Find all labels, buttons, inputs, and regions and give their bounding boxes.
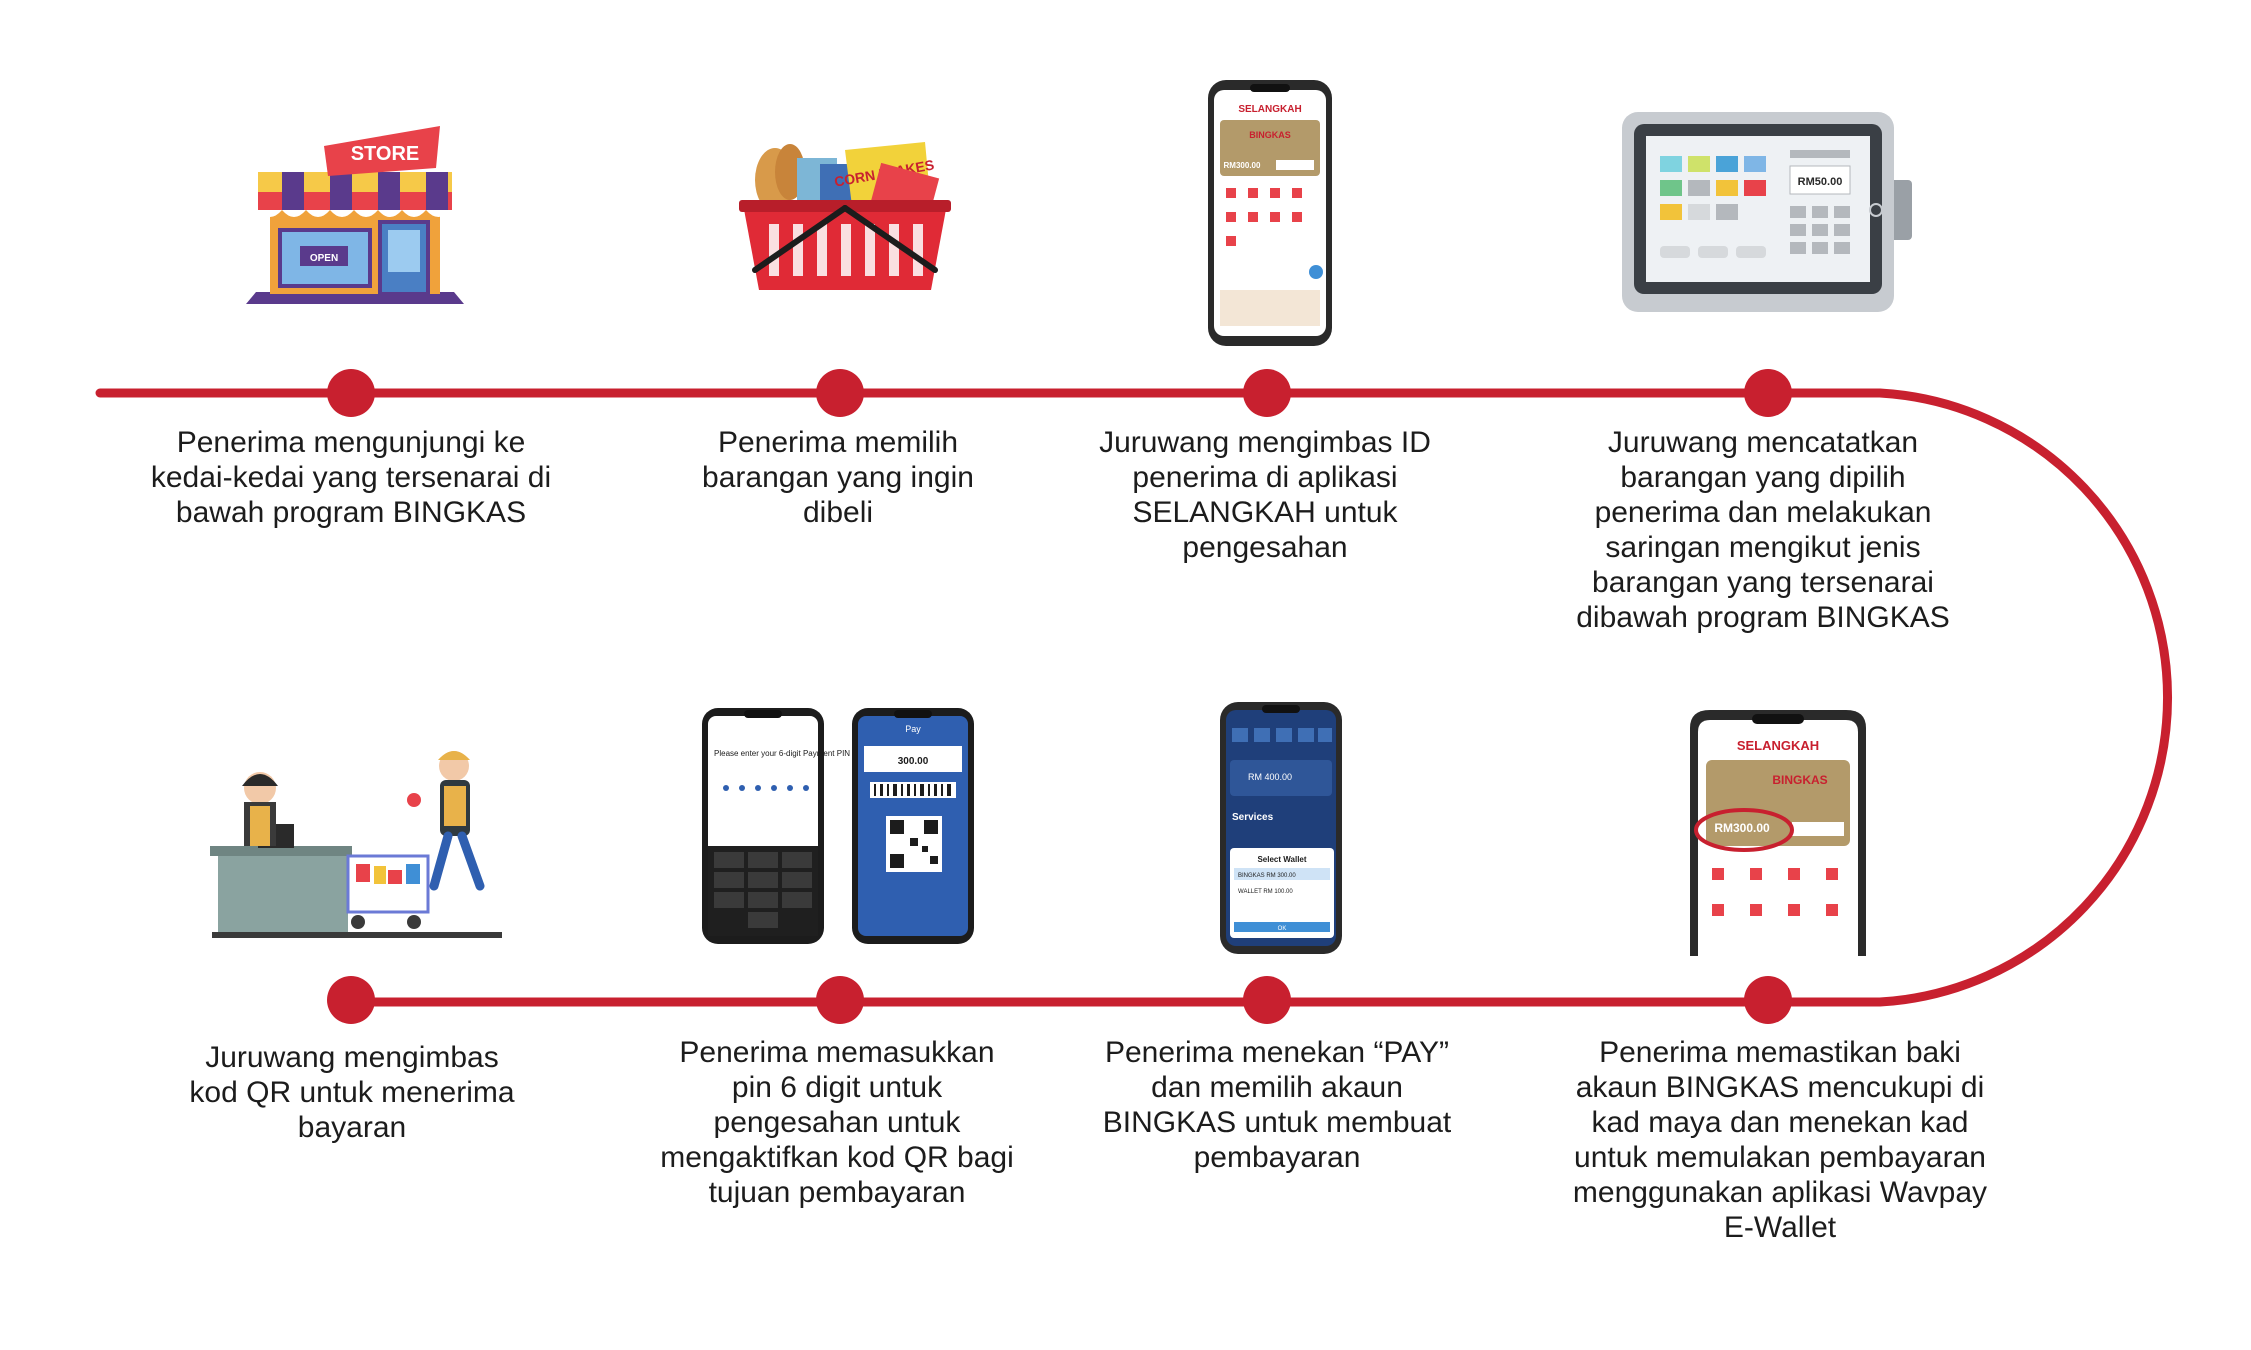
wallet-option-bingkas: BINGKAS RM 300.00 <box>1238 873 1296 879</box>
phone3-bingkas-text: BINGKAS <box>1249 130 1291 140</box>
step-node-8 <box>327 976 375 1024</box>
pay-amount-text: 300.00 <box>898 756 929 767</box>
step-1-text: Penerima mengunjungi ke kedai-kedai yang… <box>150 426 552 529</box>
step-node-3 <box>1243 369 1291 417</box>
wallet-ok-text: OK <box>1278 926 1287 932</box>
phone3-amount-text: RM300.00 <box>1224 161 1261 170</box>
store-icon: STORE OPEN <box>246 126 464 304</box>
step-node-7 <box>816 976 864 1024</box>
selangkah-phone-icon: SELANGKAH BINGKAS RM300.00 <box>1208 80 1332 346</box>
store-sign-text: STORE <box>351 143 420 165</box>
step-5-text: Penerima memastikan baki akaun BINGKAS m… <box>1572 1036 1988 1244</box>
phone6-balance-text: RM 400.00 <box>1248 772 1292 782</box>
step-7-text: Penerima memasukkan pin 6 digit untuk pe… <box>660 1036 1014 1209</box>
wallet-title-text: Select Wallet <box>1257 855 1306 864</box>
step-node-5 <box>1744 976 1792 1024</box>
process-path-line <box>95 388 2173 1007</box>
pay-title-text: Pay <box>905 724 921 734</box>
pin-prompt-text: Please enter your 6-digit Payment PIN <box>714 749 850 758</box>
wallet-option-wallet: WALLET RM 100.00 <box>1238 889 1293 895</box>
selangkah-card-phone-icon: SELANGKAH BINGKAS RM300.00 <box>1690 710 1866 956</box>
pos-amount-text: RM50.00 <box>1798 176 1843 188</box>
phone5-brand-text: SELANGKAH <box>1737 738 1819 753</box>
wallet-select-phone-icon: RM 400.00 Services Select Wallet BINGKAS… <box>1220 702 1342 954</box>
step-6-text: Penerima menekan “PAY” dan memilih akaun… <box>1102 1036 1452 1174</box>
cashier-scene-icon <box>210 751 502 938</box>
step-node-4 <box>1744 369 1792 417</box>
step-node-6 <box>1243 976 1291 1024</box>
step-node-2 <box>816 369 864 417</box>
step-8-text: Juruwang mengimbas kod QR untuk menerima… <box>189 1041 515 1144</box>
pos-terminal-icon: RM50.00 <box>1622 112 1912 312</box>
phone5-bingkas-text: BINGKAS <box>1772 773 1827 787</box>
open-sign-text: OPEN <box>310 253 338 264</box>
step-node-1 <box>327 369 375 417</box>
phone3-brand-text: SELANGKAH <box>1238 104 1301 115</box>
step-3-text: Juruwang mengimbas ID penerima di aplika… <box>1099 426 1431 564</box>
shopping-basket-icon: CORN FLAKES <box>739 142 951 290</box>
step-2-text: Penerima memilih barangan yang ingin dib… <box>702 426 974 529</box>
phone5-amount-text: RM300.00 <box>1714 821 1770 835</box>
pin-qr-phones-icon: Please enter your 6-digit Payment PIN Pa… <box>702 708 974 944</box>
step-4-text: Juruwang mencatatkan barangan yang dipil… <box>1576 426 1950 634</box>
phone6-services-text: Services <box>1232 812 1274 823</box>
